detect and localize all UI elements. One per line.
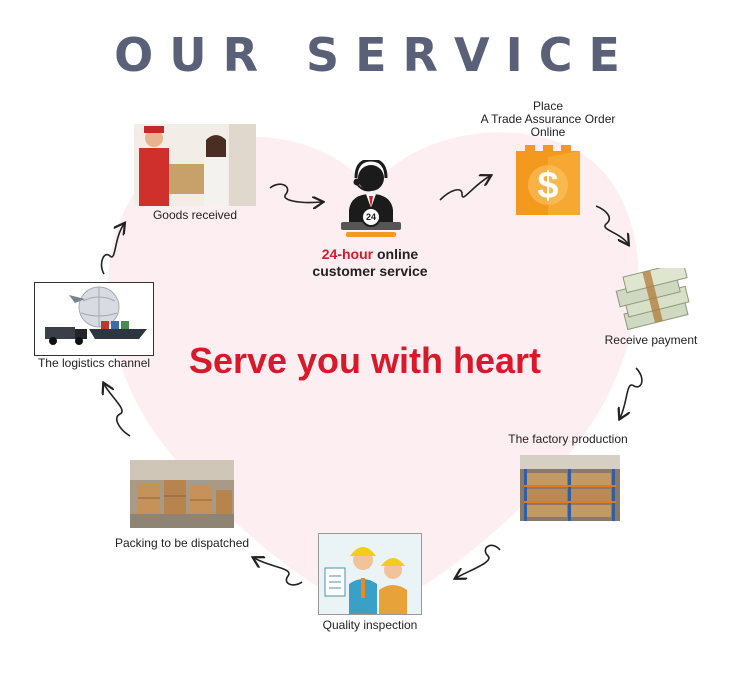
- flow-arrow-2: [439, 176, 490, 201]
- flow-arrow-6: [254, 558, 303, 586]
- customer-service-line2: customer service: [312, 263, 428, 279]
- place-order-line3: Online: [530, 125, 566, 139]
- headset-operator-icon: [341, 160, 401, 237]
- center-slogan: Serve you with heart: [188, 340, 542, 381]
- place-order-line1: Place: [532, 99, 564, 113]
- shopping-bag-dollar-icon: $: [516, 145, 580, 215]
- customer-service-label: 24-hour online customer service: [290, 246, 450, 280]
- logistics-photo: [34, 282, 154, 356]
- place-order-line2: A Trade Assurance Order: [480, 112, 616, 126]
- customer-service-hours: 24-hour: [321, 246, 374, 262]
- customer-service-line1-rest: online: [373, 246, 419, 262]
- page-title: OUR SERVICE: [114, 28, 636, 82]
- packing-label: Packing to be dispatched: [114, 536, 250, 550]
- flow-arrow-1: [269, 183, 322, 202]
- quality-inspection-label: Quality inspection: [322, 618, 418, 632]
- flow-arrow-8: [100, 224, 124, 275]
- flow-arrow-5: [456, 544, 501, 578]
- 24-hour-badge: 24: [365, 212, 376, 222]
- quality-inspection-photo: [318, 533, 422, 615]
- logistics-label: The logistics channel: [37, 356, 151, 370]
- goods-received-photo: [134, 124, 256, 206]
- place-order-label: Place A Trade Assurance Order Online: [468, 100, 628, 139]
- factory-production-photo: [520, 455, 620, 521]
- svg-text:$: $: [537, 165, 558, 207]
- flow-arrow-3: [595, 205, 628, 244]
- cash-stacks-icon: [615, 268, 690, 330]
- factory-production-label: The factory production: [508, 432, 628, 446]
- heart-shape: [107, 132, 639, 616]
- packing-photo: [130, 460, 234, 528]
- flow-arrow-4: [620, 367, 643, 418]
- receive-payment-label: Receive payment: [604, 333, 698, 347]
- goods-received-label: Goods received: [152, 208, 238, 222]
- flow-arrow-7: [104, 384, 131, 437]
